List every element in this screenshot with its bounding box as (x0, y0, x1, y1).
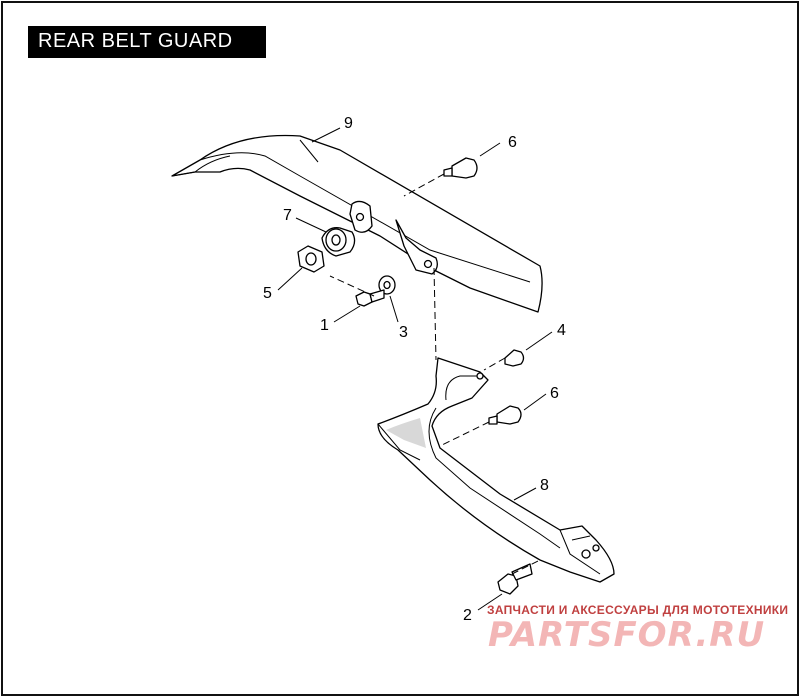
washer (378, 275, 396, 295)
watermark: ЗАПЧАСТИ И АКСЕССУАРЫ ДЛЯ МОТОТЕХНИКИ PA… (487, 603, 788, 655)
watermark-tagline: ЗАПЧАСТИ И АКСЕССУАРЫ ДЛЯ МОТОТЕХНИКИ (487, 603, 788, 617)
callout-9: 9 (344, 115, 353, 132)
acorn-nut-upper (443, 157, 478, 179)
callout-6-upper: 6 (508, 134, 517, 151)
callout-5: 5 (263, 285, 272, 302)
grommet (321, 227, 356, 257)
callout-7: 7 (283, 207, 292, 224)
flange-bolt-2 (497, 563, 533, 595)
leader-lines (277, 127, 553, 611)
callout-2: 2 (463, 607, 472, 624)
lower-belt-guard (377, 357, 615, 583)
spacer-bushing (297, 245, 325, 273)
callout-labels: 9 6 7 5 1 3 4 6 8 2 (263, 115, 566, 624)
callout-4: 4 (557, 322, 566, 339)
alignment-lines (329, 173, 541, 575)
title-banner: REAR BELT GUARD (28, 26, 266, 58)
acorn-nut-lower (488, 405, 522, 425)
callout-1: 1 (320, 317, 329, 334)
callout-8: 8 (540, 477, 549, 494)
callout-3: 3 (399, 324, 408, 341)
acorn-nut-4 (504, 349, 525, 367)
diagram-title: REAR BELT GUARD (38, 30, 233, 52)
callout-6-lower: 6 (550, 385, 559, 402)
screw-1 (355, 289, 385, 307)
upper-belt-guard (171, 134, 543, 313)
watermark-brand: PARTSFOR.RU (488, 615, 765, 655)
